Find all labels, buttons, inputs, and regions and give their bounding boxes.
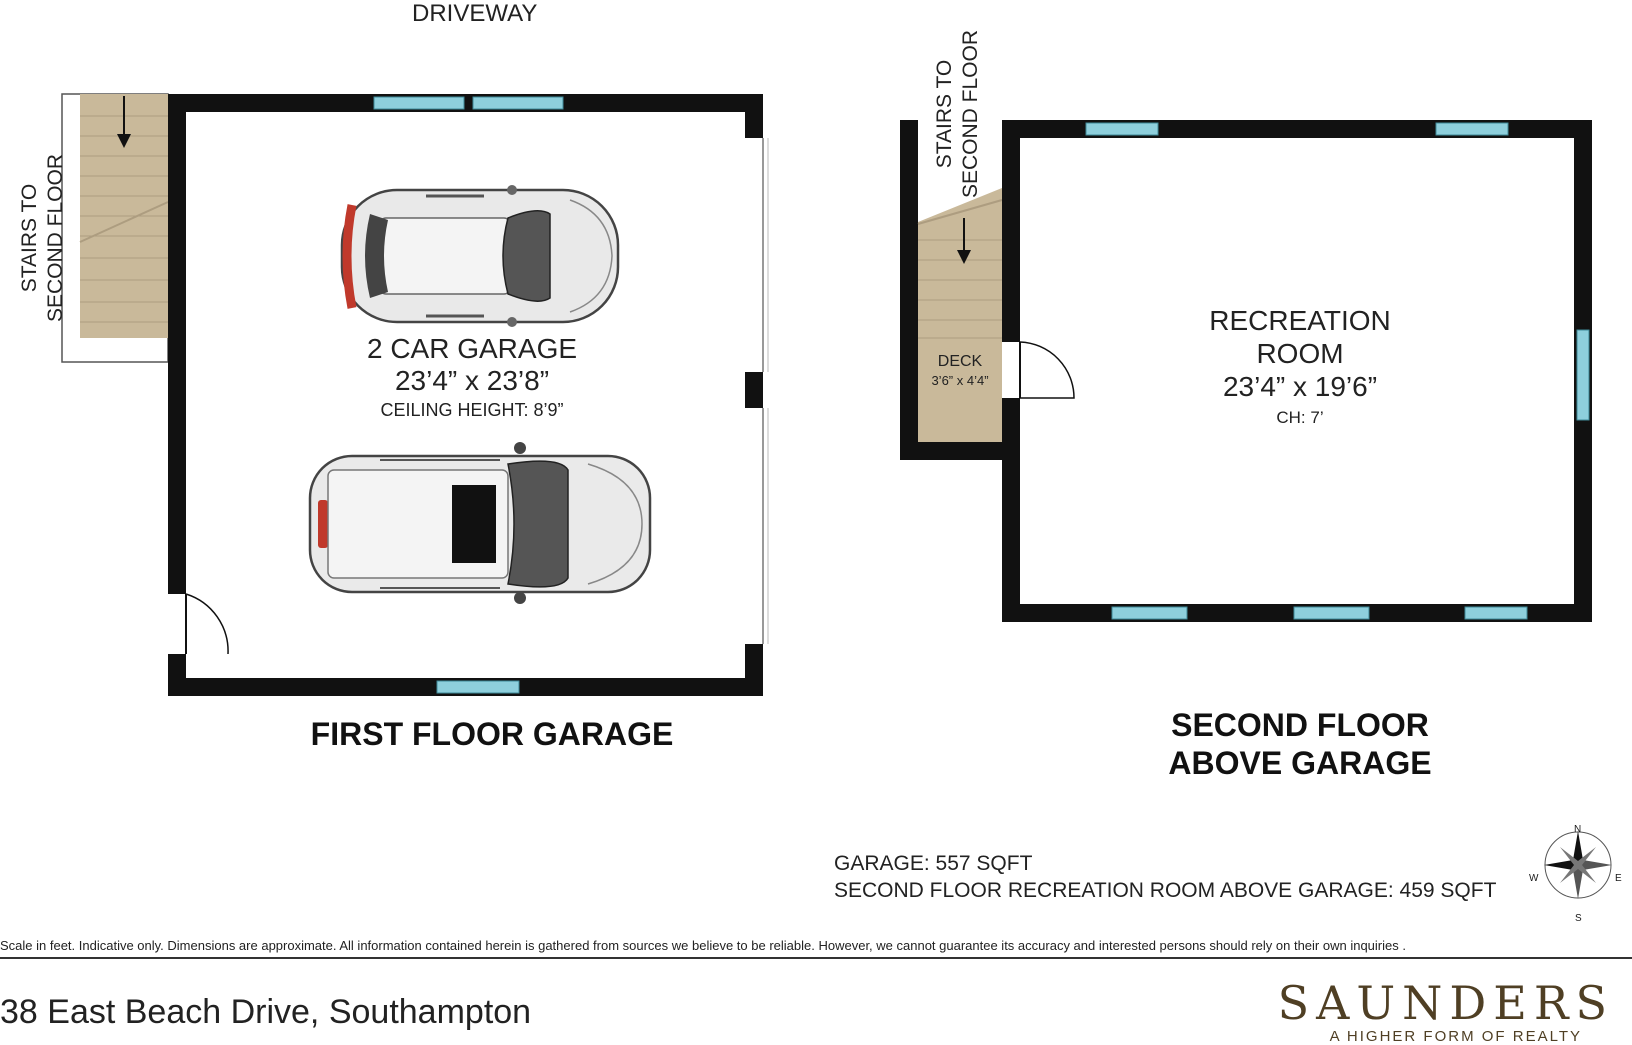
garage-size: 23’4” x 23’8” [394,365,550,396]
deck-name: DECK [937,353,983,370]
driveway-label: DRIVEWAY [412,0,538,27]
brand-logo-text: SAUNDERS [1277,976,1614,1030]
second-floor-heading: SECOND FLOOR ABOVE GARAGE [1130,706,1470,782]
garage-windows [373,96,564,694]
recreation-room-label: RECREATION ROOM 23’4” x 19’6” CH: 7’ [1150,304,1450,433]
disclaimer-text: Scale in feet. Indicative only. Dimensio… [0,938,1406,953]
recreation-name-line1: RECREATION [1209,305,1391,336]
second-floor-heading-line1: SECOND FLOOR [1171,707,1429,743]
garage-ceiling: CEILING HEIGHT: 8’9” [380,400,564,420]
garage-room-label: 2 CAR GARAGE 23’4” x 23’8” CEILING HEIGH… [322,333,622,423]
compass-s: S [1575,913,1582,924]
recreation-size: 23’4” x 19’6” [1222,371,1378,402]
stairs-label-first-line2: SECOND FLOOR [44,153,67,323]
compass-e: E [1615,873,1622,884]
second-floor-left-wall [900,120,918,460]
recreation-ceiling: CH: 7’ [1276,408,1324,427]
stair-break-line [79,201,169,243]
recreation-area: SECOND FLOOR RECREATION ROOM ABOVE GARAG… [834,879,1497,902]
first-floor-heading: FIRST FLOOR GARAGE [310,716,674,752]
stair-treads-second [918,239,1002,339]
garage-area: GARAGE: 557 SQFT [834,852,1033,875]
deck-door [1019,341,1075,399]
compass-w: W [1529,873,1539,884]
deck-size: 3’6” x 4’4” [931,373,989,388]
stairs-label-first-line1: STAIRS TO [18,183,41,293]
property-address: 38 East Beach Drive, Southampton [0,993,532,1031]
garage-side-door [185,593,229,655]
brand-tagline: A HIGHER FORM OF REALTY [1329,1028,1582,1045]
recreation-name-line2: ROOM [1256,338,1344,369]
compass-rose-icon [1544,831,1612,899]
stairs-label-second: STAIRS TO SECOND FLOOR [932,9,984,219]
stair-arrow-down-icon [117,96,131,148]
stairs-label-second-line1: STAIRS TO [933,59,956,169]
recreation-windows [1085,122,1590,620]
compass-n: N [1574,824,1582,835]
garage-name: 2 CAR GARAGE [366,333,578,364]
second-floor-heading-line2: ABOVE GARAGE [1168,745,1432,781]
car-sedan [340,185,620,327]
stairs-second-floor [918,188,1002,442]
stair-arrow-down-icon-second [957,218,971,264]
car-suv [308,442,652,604]
deck-label: DECK 3’6” x 4’4” [918,352,1002,390]
stairs-label-first: STAIRS TO SECOND FLOOR [17,133,69,343]
stairs-label-second-line2: SECOND FLOOR [959,29,982,199]
